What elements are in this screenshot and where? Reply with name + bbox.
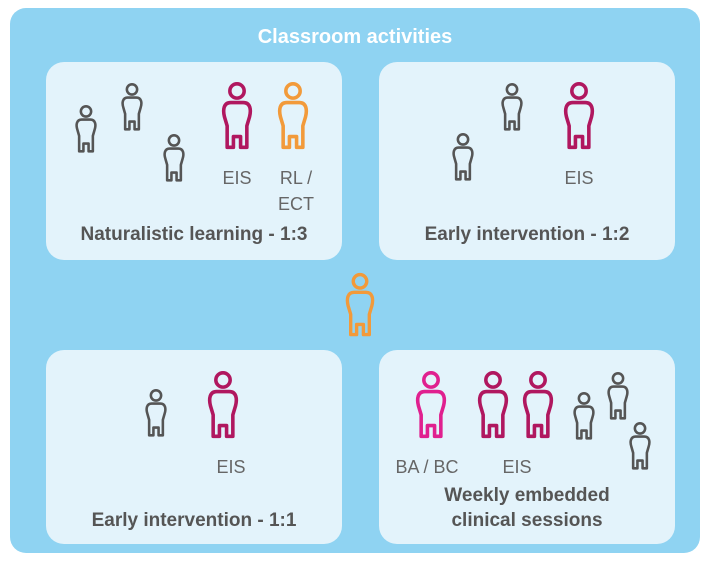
child-person-icon [74,101,98,157]
panel-early-intervention-1-2: Early intervention - 1:2 [379,62,675,260]
panel-title: Early intervention - 1:1 [91,510,297,531]
eis-label: EIS [216,457,246,477]
eis-person-icon [220,79,254,153]
child-person-icon [120,79,144,135]
child-person-icon [162,130,186,186]
child-person-icon [572,388,596,444]
panel-title: Early intervention - 1:2 [424,224,630,245]
panel-title-line2: clinical sessions [451,510,603,531]
eis-person-icon [476,368,510,442]
ect-label: ECT [278,194,314,214]
child-person-icon [451,129,475,185]
eis-person-icon [206,368,240,442]
panel-early-intervention-1-1: Early intervention - 1:1 [46,350,342,544]
rl-label: RL / [279,168,313,188]
child-person-icon [500,79,524,135]
eis-person-icon [521,368,555,442]
ba-bc-person-icon [414,368,448,442]
ba-bc-label: BA / BC [395,457,459,477]
eis-label: EIS [502,457,532,477]
eis-person-icon [562,79,596,153]
eis-label: EIS [222,168,252,188]
panel-naturalistic-learning: Naturalistic learning - 1:3 [46,62,342,260]
panel-weekly-clinical-sessions: Weekly embedded clinical sessions [379,350,675,544]
diagram-title: Classroom activities [257,26,453,48]
child-person-icon [144,385,168,441]
rl-ect-person-icon [276,79,310,153]
panel-title-line1: Weekly embedded [444,485,610,506]
child-person-icon [628,418,652,474]
panel-title: Naturalistic learning - 1:3 [80,224,308,245]
rl-ect-person-icon [343,272,377,338]
eis-label: EIS [564,168,594,188]
child-person-icon [606,368,630,424]
